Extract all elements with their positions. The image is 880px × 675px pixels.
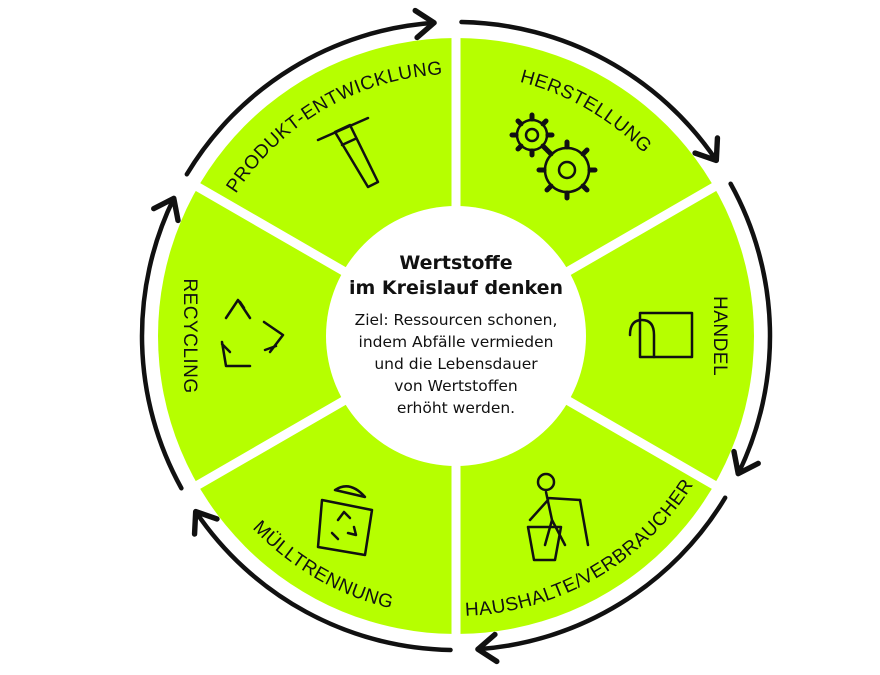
segment-divider [189, 179, 355, 280]
title-line: im Kreislauf denken [348, 277, 564, 299]
pen-icon [316, 116, 380, 189]
gears-icon [509, 112, 598, 201]
segment-dividers [189, 31, 723, 641]
description-line: und die Lebensdauer [374, 355, 538, 373]
center-text: Wertstoffe im Kreislauf denken Ziel: Res… [328, 207, 584, 463]
segment-divider [557, 179, 723, 280]
segment-divider [189, 392, 355, 493]
shopping-bag-icon [628, 311, 694, 359]
recycle-icon [220, 298, 285, 368]
cycle-arrow [728, 181, 773, 477]
center-description: Ziel: Ressourcen schonen, indem Abfälle … [355, 309, 558, 419]
title-line: Wertstoffe [399, 252, 513, 274]
cycle-arrow [191, 508, 453, 653]
cycle-arrow-ring [139, 7, 773, 665]
center-title: Wertstoffe im Kreislauf denken [349, 251, 563, 301]
cycle-arrow [475, 495, 728, 665]
description-line: Ziel: Ressourcen schonen, [354, 311, 558, 329]
description-line: indem Abfälle vermieden [358, 333, 554, 351]
segment-divider [557, 392, 723, 493]
cycle-arrow [184, 7, 437, 177]
segment-label-recycling: RECYCLING [179, 278, 200, 393]
description-line: von Wertstoffen [394, 377, 518, 395]
description-line: erhöht werden. [396, 399, 516, 417]
cycle-arrow [139, 195, 184, 491]
center-circle [326, 206, 586, 466]
segment-label-handel: HANDEL [709, 296, 730, 376]
recycling-bin-icon [316, 485, 374, 557]
cycle-arrow [459, 19, 721, 164]
person-trash-icon [526, 472, 590, 562]
